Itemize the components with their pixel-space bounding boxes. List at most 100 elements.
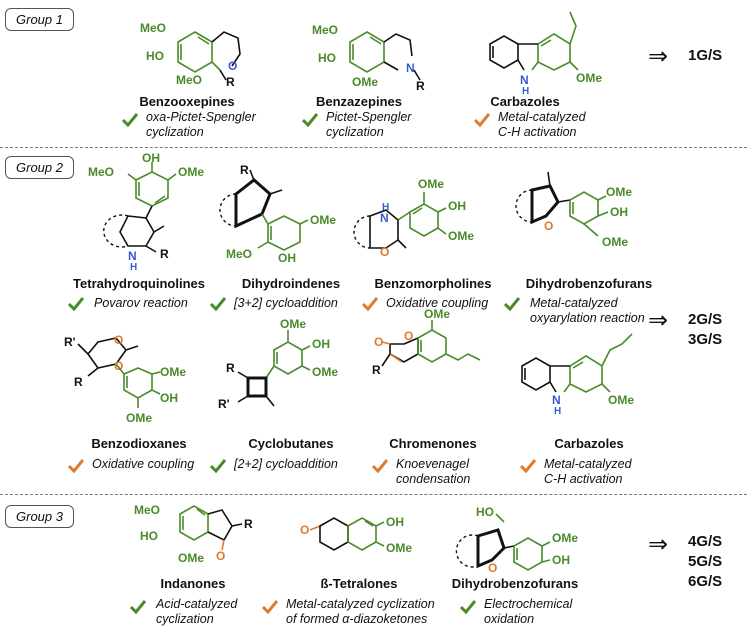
- check-icon: [122, 113, 138, 127]
- svg-text:MeO: MeO: [134, 503, 160, 517]
- svg-text:H: H: [554, 406, 561, 417]
- svg-text:MeO: MeO: [226, 247, 252, 261]
- svg-text:OMe: OMe: [552, 531, 578, 545]
- svg-text:OMe: OMe: [448, 229, 474, 243]
- svg-text:OMe: OMe: [576, 71, 602, 85]
- benzodioxane-structure: O O R' R OMe OH OMe: [64, 333, 186, 425]
- svg-text:H: H: [382, 202, 389, 213]
- check-icon: [210, 459, 226, 473]
- svg-text:HO: HO: [140, 529, 158, 543]
- arrow-icon: ⇒: [648, 530, 669, 558]
- svg-text:MeO: MeO: [312, 23, 338, 37]
- svg-text:R: R: [240, 163, 249, 177]
- compound-name: Benzomorpholines: [374, 276, 492, 291]
- check-icon: [474, 113, 490, 127]
- compound-name: Carbazoles: [554, 436, 624, 451]
- svg-text:N: N: [520, 73, 529, 87]
- svg-text:O: O: [216, 549, 225, 563]
- method-text: [3+2] cycloaddition: [234, 296, 338, 310]
- group-divider: [0, 494, 747, 495]
- svg-text:H: H: [130, 262, 137, 273]
- svg-text:OH: OH: [160, 391, 178, 405]
- compound-name: Chromenones: [389, 436, 477, 451]
- svg-text:OMe: OMe: [312, 365, 338, 379]
- group-1-label: Group 1: [5, 8, 74, 31]
- method-text: Oxidative coupling: [92, 457, 195, 471]
- svg-text:OH: OH: [552, 553, 570, 567]
- check-icon: [262, 600, 278, 614]
- svg-text:O: O: [544, 219, 553, 233]
- group-3-label: Group 3: [5, 505, 74, 528]
- compound-name: Cyclobutanes: [248, 436, 334, 451]
- check-icon: [130, 600, 146, 614]
- chromenone-structure: O O R OMe: [372, 307, 481, 377]
- svg-text:N: N: [380, 211, 389, 225]
- svg-text:OH: OH: [142, 151, 160, 165]
- method-text: Oxidative coupling: [386, 296, 489, 310]
- check-icon: [68, 459, 84, 473]
- group-divider: [0, 147, 747, 148]
- tetralone-structure: O OH OMe: [300, 515, 412, 555]
- svg-text:R: R: [74, 375, 83, 389]
- cyclobutane-structure: OMe OH OMe R R': [218, 317, 338, 411]
- svg-text:O: O: [488, 561, 497, 575]
- svg-text:O: O: [114, 359, 123, 373]
- svg-text:OH: OH: [386, 515, 404, 529]
- svg-text:OMe: OMe: [418, 177, 444, 191]
- svg-text:OMe: OMe: [310, 213, 336, 227]
- indanone-structure: R O MeO HO OMe: [134, 503, 253, 565]
- arrow-icon: ⇒: [648, 42, 669, 70]
- svg-text:OMe: OMe: [352, 75, 378, 89]
- svg-text:R': R': [218, 397, 230, 411]
- svg-text:OH: OH: [610, 205, 628, 219]
- check-icon: [504, 297, 520, 311]
- benzomorpholine-structure: H N O OMe OH OMe: [353, 177, 474, 259]
- compound-name: ß-Tetralones: [320, 576, 398, 591]
- compound-name: Tetrahydroquinolines: [73, 276, 205, 291]
- svg-text:O: O: [374, 335, 383, 349]
- method-text: Povarov reaction: [94, 296, 188, 310]
- compound-name: Dihydrobenzofurans: [451, 576, 579, 591]
- result-text: 4G/S 5G/S 6G/S: [688, 533, 723, 590]
- result-text: 2G/S 3G/S: [688, 311, 723, 348]
- svg-text:O: O: [114, 333, 123, 347]
- svg-text:R: R: [244, 517, 253, 531]
- svg-text:R: R: [160, 247, 169, 261]
- svg-text:R': R': [64, 335, 76, 349]
- method-text: [2+2] cycloaddition: [234, 457, 338, 471]
- compound-name: Benzodioxanes: [91, 436, 187, 451]
- result-text: 1G/S: [688, 47, 723, 64]
- svg-text:N: N: [552, 393, 561, 407]
- svg-text:R: R: [416, 79, 425, 93]
- svg-text:R: R: [226, 361, 235, 375]
- compound-name: Indanones: [160, 576, 226, 591]
- svg-text:MeO: MeO: [88, 165, 114, 179]
- carbazole-structure-1: N H OMe: [489, 11, 602, 97]
- svg-text:OMe: OMe: [386, 541, 412, 555]
- check-icon: [362, 297, 378, 311]
- svg-text:R: R: [226, 75, 235, 89]
- check-icon: [372, 459, 388, 473]
- check-icon: [460, 600, 476, 614]
- compound-name: Dihydroindenes: [241, 276, 341, 291]
- svg-text:OH: OH: [312, 337, 330, 351]
- svg-text:OMe: OMe: [126, 411, 152, 425]
- compound-name: Dihydrobenzofurans: [525, 276, 653, 291]
- svg-text:OMe: OMe: [608, 393, 634, 407]
- dihydrobenzofuran-structure-2: O OMe OH OMe: [515, 171, 632, 249]
- svg-text:O: O: [228, 59, 237, 73]
- svg-text:OMe: OMe: [178, 551, 204, 565]
- compound-name: Benzooxepines: [139, 94, 235, 109]
- svg-text:OMe: OMe: [178, 165, 204, 179]
- svg-text:N: N: [406, 61, 415, 75]
- svg-text:OMe: OMe: [424, 307, 450, 321]
- check-icon: [302, 113, 318, 127]
- svg-text:R: R: [372, 363, 381, 377]
- check-icon: [68, 297, 84, 311]
- carbazole-structure-2: N H OMe: [521, 333, 634, 417]
